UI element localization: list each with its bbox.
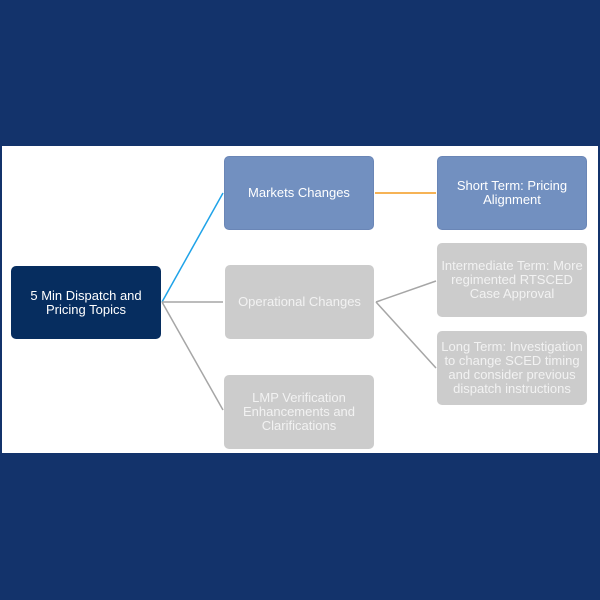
root-label: 5 Min Dispatch and Pricing Topics [30,287,142,317]
root-node[interactable]: 5 Min Dispatch and Pricing Topics [11,266,161,339]
branch-lmp-verification[interactable]: LMP Verification Enhancements and Clarif… [224,375,374,449]
link-operational-intermediate [375,280,437,303]
link-root-lmp [161,301,224,411]
branch-label: LMP Verification Enhancements and Clarif… [242,390,356,433]
leaf-long-term[interactable]: Long Term: Investigation to change SCED … [437,331,587,405]
leaf-label: Short Term: Pricing Alignment [456,178,568,207]
branch-operational-changes[interactable]: Operational Changes [225,265,374,339]
leaf-intermediate-term[interactable]: Intermediate Term: More regimented RTSCE… [437,243,587,317]
branch-markets-changes[interactable]: Markets Changes [224,156,374,230]
link-root-markets [161,192,224,303]
link-operational-long [375,301,437,369]
leaf-label: Long Term: Investigation to change SCED … [441,339,583,396]
leaf-label: Intermediate Term: More regimented RTSCE… [441,258,583,301]
branch-label: Operational Changes [238,294,361,309]
leaf-short-term[interactable]: Short Term: Pricing Alignment [437,156,587,230]
branch-label: Markets Changes [248,185,350,200]
